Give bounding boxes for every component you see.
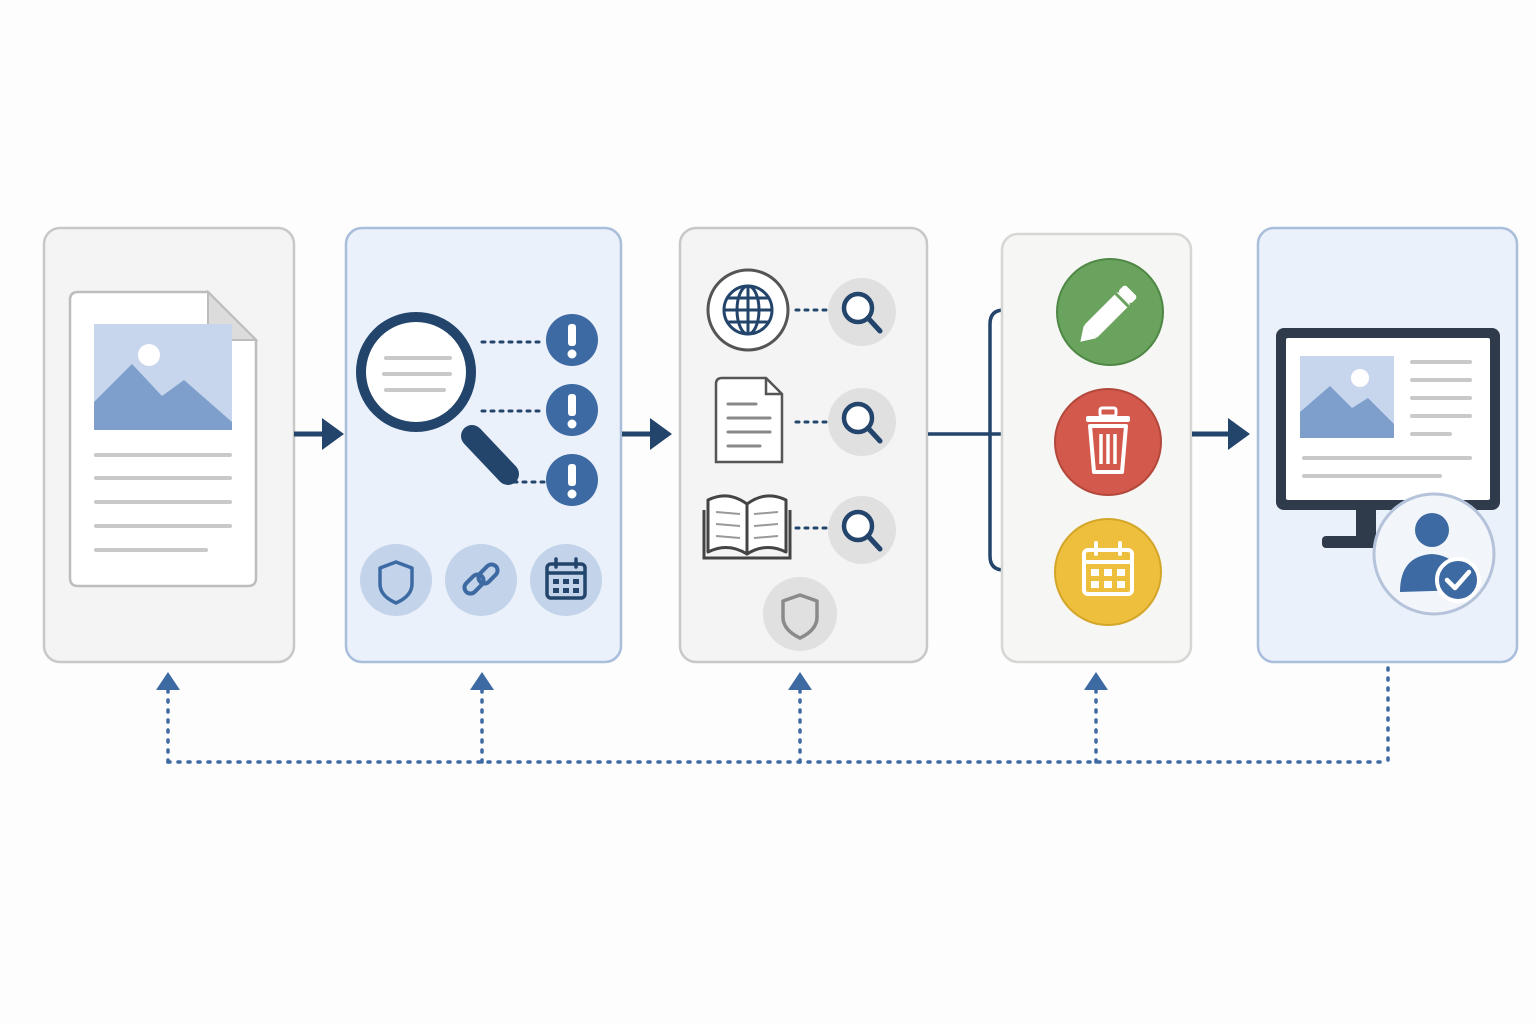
- flow-arrow: [1192, 418, 1250, 450]
- magnifier-icon: [356, 312, 519, 485]
- feedback-loop: [166, 666, 1390, 764]
- search-icon: [828, 278, 896, 346]
- connector-lines: [480, 340, 546, 484]
- calendar-icon: [1054, 518, 1162, 626]
- user-verified-icon: [1372, 492, 1496, 616]
- flow-arrow: [294, 418, 344, 450]
- document-image-icon: [68, 289, 259, 588]
- stage-scan-issues: [344, 226, 623, 664]
- calendar-icon: [530, 544, 602, 616]
- shield-icon: [360, 544, 432, 616]
- stage-publish: [1256, 226, 1519, 664]
- stage-actions: [1000, 232, 1193, 664]
- alert-icon: [546, 384, 598, 436]
- shield-icon: [763, 577, 837, 651]
- search-icon: [828, 388, 896, 456]
- search-icon: [828, 496, 896, 564]
- alert-icon: [546, 314, 598, 366]
- document-icon: [714, 376, 784, 464]
- alert-icon: [546, 454, 598, 506]
- globe-icon: [706, 268, 790, 352]
- stage-source-document: [42, 226, 296, 664]
- connector-lines: [794, 308, 832, 530]
- stage-verify-sources: [678, 226, 929, 664]
- feedback-arrowheads: [156, 672, 1108, 690]
- edit-icon: [1056, 258, 1164, 366]
- link-icon: [445, 544, 517, 616]
- book-icon: [702, 494, 792, 560]
- delete-icon: [1054, 388, 1162, 496]
- flow-arrow: [622, 418, 672, 450]
